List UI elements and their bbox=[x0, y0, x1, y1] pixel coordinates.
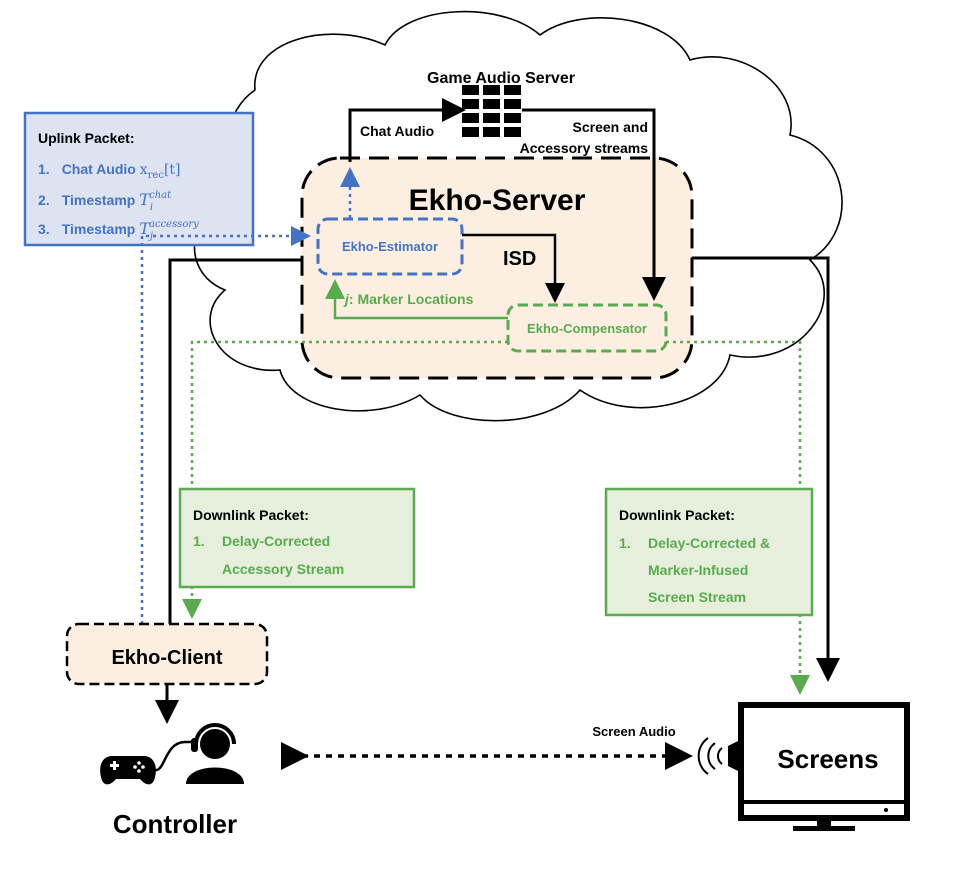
chat-audio-arrow bbox=[348, 98, 466, 162]
downlink-left-title: Downlink Packet: bbox=[193, 507, 309, 523]
uplink-item-2: 2.Timestamp Tichat bbox=[38, 190, 172, 213]
ekho-estimator-box bbox=[316, 217, 464, 276]
downlink-right-title: Downlink Packet: bbox=[619, 507, 735, 523]
downlink-right-num: 1. bbox=[619, 535, 631, 551]
controller-label: Controller bbox=[113, 809, 237, 839]
server-to-screens-arrow bbox=[692, 256, 840, 682]
uplink-packet-box bbox=[23, 111, 255, 247]
uplink-item-1: 1.Chat Audio xrec[t] bbox=[38, 161, 181, 181]
isd-arrow bbox=[462, 233, 565, 303]
downlink-left-line-1: Delay-Corrected bbox=[222, 533, 330, 549]
speaker-waves-icon bbox=[697, 737, 740, 775]
gamepad-icon bbox=[100, 756, 156, 785]
uplink-item-3: 3.Timestamp Tjaccessory bbox=[38, 219, 199, 242]
screen-audio-label: Screen Audio bbox=[592, 724, 675, 739]
marker-locations-arrow bbox=[325, 279, 508, 320]
ekho-compensator-box bbox=[506, 303, 668, 353]
downlink-right-line-2: Marker-Infused bbox=[648, 562, 748, 578]
downlink-packet-right-box bbox=[604, 487, 814, 617]
ekho-compensator-label: Ekho-Compensator bbox=[527, 321, 647, 336]
ekho-client-label: Ekho-Client bbox=[111, 647, 222, 669]
monitor-icon bbox=[738, 702, 910, 831]
uplink-packet-title: Uplink Packet: bbox=[38, 130, 134, 146]
downlink-left-line-2: Accessory Stream bbox=[222, 561, 344, 577]
game-audio-server-title: Game Audio Server bbox=[427, 70, 575, 87]
isd-label: ISD bbox=[503, 248, 536, 270]
ekho-server-title: Ekho-Server bbox=[409, 184, 586, 217]
screen-streams-label-1: Screen and bbox=[573, 119, 648, 135]
ekho-estimator-label: Ekho-Estimator bbox=[342, 239, 438, 254]
marker-locations-label: j: Marker Locations bbox=[343, 291, 474, 307]
server-to-client-line bbox=[168, 258, 302, 624]
downlink-left-num: 1. bbox=[193, 533, 205, 549]
screens-label: Screens bbox=[777, 744, 878, 774]
screen-streams-arrow bbox=[522, 108, 666, 301]
downlink-packet-left-box bbox=[178, 487, 416, 589]
chat-audio-label: Chat Audio bbox=[360, 123, 434, 139]
server-rack-icon bbox=[462, 85, 521, 137]
headset-user-icon bbox=[186, 723, 244, 784]
downlink-right-line-1: Delay-Corrected & bbox=[648, 535, 770, 551]
screen-streams-label-2: Accessory streams bbox=[520, 140, 649, 156]
downlink-right-line-3: Screen Stream bbox=[648, 589, 746, 605]
uplink-dotted-line bbox=[140, 226, 311, 624]
